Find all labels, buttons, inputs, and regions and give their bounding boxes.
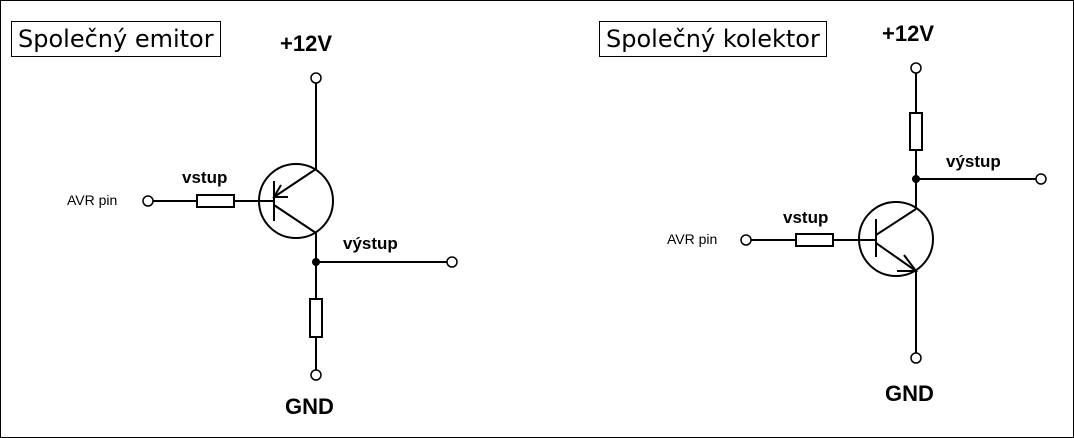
ce-output-terminal [446, 256, 458, 268]
cc-output-terminal [1035, 173, 1047, 185]
common-collector-title: Společný kolektor [599, 21, 827, 57]
ce-supply-terminal [310, 72, 322, 84]
ce-transistor-emitter [273, 204, 317, 234]
cc-input-pin-label: AVR pin [667, 231, 718, 247]
ce-emitter-arrow [272, 184, 288, 198]
ce-transistor-collector [273, 168, 317, 198]
cc-ground-terminal [910, 352, 922, 364]
cc-base-resistor [795, 233, 834, 247]
cc-transistor-emitter [875, 242, 917, 272]
cc-emitter-arrow [897, 254, 918, 272]
ce-input-terminal [142, 195, 154, 207]
cc-supply-terminal [910, 62, 922, 74]
ce-input-label: vstup [182, 168, 228, 187]
cc-supply-label: +12V [882, 21, 934, 46]
common-emitter-title: Společný emitor [11, 21, 221, 57]
cc-collector-resistor [909, 112, 923, 151]
cc-output-label: výstup [946, 152, 1001, 171]
ce-supply-label: +12V [280, 31, 332, 56]
ce-base-resistor [196, 194, 235, 208]
cc-transistor-collector [875, 208, 917, 236]
ce-input-pin-label: AVR pin [67, 192, 118, 208]
ce-ground-label: GND [285, 394, 334, 419]
ce-output-label: výstup [343, 234, 398, 253]
common-emitter-circuit [142, 72, 458, 381]
common-collector-circuit [740, 62, 1047, 364]
ce-emitter-resistor [309, 298, 323, 338]
cc-input-label: vstup [783, 208, 829, 227]
cc-ground-label: GND [885, 381, 934, 406]
ce-ground-terminal [310, 369, 322, 381]
cc-input-terminal [740, 234, 752, 246]
